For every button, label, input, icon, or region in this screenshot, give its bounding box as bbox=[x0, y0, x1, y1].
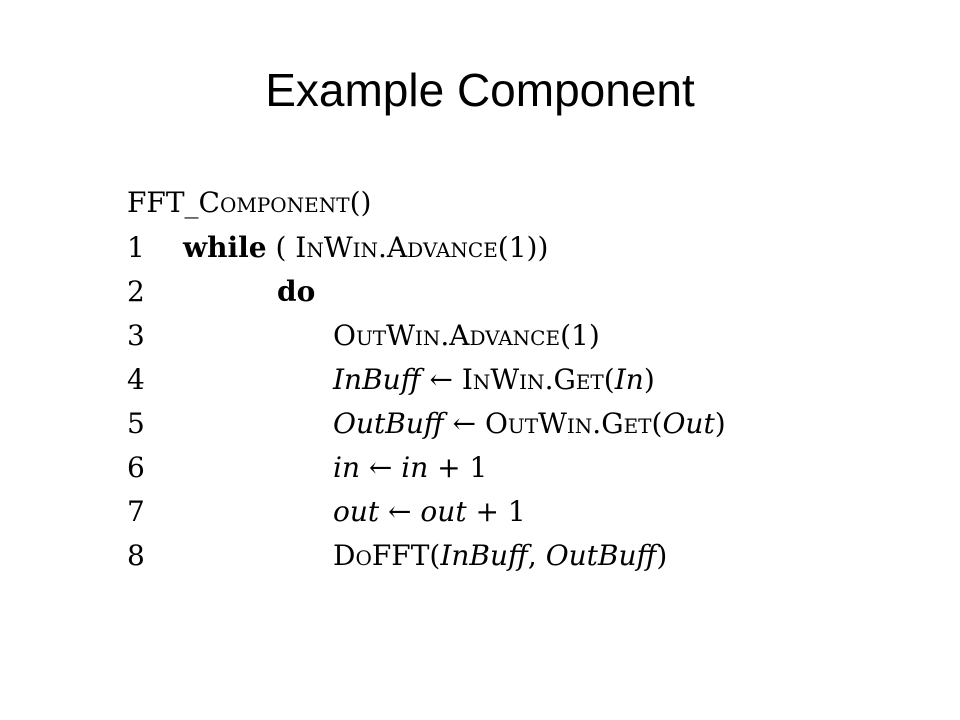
algorithm-line: 1 while ( InWin.Advance(1)) bbox=[127, 226, 726, 270]
line-code: do bbox=[277, 270, 315, 314]
code-token: InWin bbox=[295, 231, 379, 264]
line-number: 6 bbox=[127, 451, 145, 484]
code-token: + 1 bbox=[466, 495, 526, 528]
code-token: in bbox=[401, 451, 429, 484]
line-code: InBuff ← InWin.Get(In) bbox=[333, 358, 655, 402]
code-token: . bbox=[592, 407, 602, 440]
line-number: 2 bbox=[127, 275, 145, 308]
line-number: 3 bbox=[127, 319, 145, 352]
code-token: ← bbox=[443, 407, 485, 440]
code-token: ) bbox=[656, 539, 668, 572]
code-token: out bbox=[333, 495, 380, 528]
code-token: while bbox=[183, 231, 267, 264]
algorithm-line: 5 OutBuff ← OutWin.Get(Out) bbox=[127, 402, 726, 446]
code-token: Advance bbox=[386, 231, 498, 264]
code-token: ) bbox=[714, 407, 726, 440]
code-token: ( bbox=[429, 539, 441, 572]
algorithm-name: Component bbox=[198, 186, 350, 219]
algorithm-line: 6 in ← in + 1 bbox=[127, 446, 726, 490]
algorithm-header: FFT_Component() bbox=[127, 180, 726, 226]
line-code: OutWin.Advance(1) bbox=[333, 314, 600, 358]
algorithm-name-separator: _ bbox=[184, 186, 199, 219]
code-token: InBuff bbox=[333, 363, 421, 396]
slide-title: Example Component bbox=[265, 64, 695, 116]
code-token: . bbox=[440, 319, 450, 352]
algorithm-name-prefix: FFT bbox=[127, 186, 185, 219]
line-code: in ← in + 1 bbox=[333, 446, 487, 490]
code-token: In bbox=[614, 363, 644, 396]
code-token: ( bbox=[266, 231, 296, 264]
code-token: Out bbox=[662, 407, 715, 440]
line-code: OutBuff ← OutWin.Get(Out) bbox=[333, 402, 726, 446]
code-token: . bbox=[378, 231, 387, 264]
algorithm-name-suffix: () bbox=[349, 186, 372, 219]
algorithm-line: 7 out ← out + 1 bbox=[127, 490, 726, 534]
line-code: DoFFT(InBuff, OutBuff) bbox=[333, 534, 667, 578]
line-number: 7 bbox=[127, 495, 145, 528]
code-token: InWin bbox=[461, 363, 545, 396]
line-number: 5 bbox=[127, 407, 145, 440]
code-token: do bbox=[277, 275, 316, 308]
algorithm-line: 3 OutWin.Advance(1) bbox=[127, 314, 726, 358]
code-token: InBuff bbox=[440, 539, 528, 572]
algorithm-line: 4 InBuff ← InWin.Get(In) bbox=[127, 358, 726, 402]
line-number: 1 bbox=[127, 231, 145, 264]
code-token: OutWin bbox=[333, 319, 441, 352]
code-token: (1) bbox=[560, 319, 600, 352]
code-token: in bbox=[333, 451, 360, 484]
algorithm-line: 2 do bbox=[127, 270, 726, 314]
code-token: out bbox=[420, 495, 467, 528]
code-token: Advance bbox=[449, 319, 561, 352]
algorithm-line: 8 DoFFT(InBuff, OutBuff) bbox=[127, 534, 726, 578]
code-token: Get bbox=[553, 363, 604, 396]
code-token: DoFFT bbox=[333, 539, 430, 572]
code-token: . bbox=[544, 363, 554, 396]
code-token: ← bbox=[420, 363, 462, 396]
line-code: while ( InWin.Advance(1)) bbox=[183, 226, 548, 270]
code-token: Get bbox=[601, 407, 652, 440]
code-token: OutWin bbox=[484, 407, 593, 440]
code-token: OutBuff bbox=[545, 539, 657, 572]
code-token: ( bbox=[651, 407, 663, 440]
line-number: 4 bbox=[127, 363, 145, 396]
code-token: OutBuff bbox=[333, 407, 444, 440]
code-token: ) bbox=[643, 363, 655, 396]
code-token: ← bbox=[360, 451, 402, 484]
code-token: ← bbox=[379, 495, 421, 528]
line-number: 8 bbox=[127, 539, 145, 572]
code-token: , bbox=[527, 539, 546, 572]
line-code: out ← out + 1 bbox=[333, 490, 526, 534]
code-token: (1)) bbox=[497, 231, 549, 264]
code-token: ( bbox=[603, 363, 615, 396]
code-token: + 1 bbox=[428, 451, 488, 484]
